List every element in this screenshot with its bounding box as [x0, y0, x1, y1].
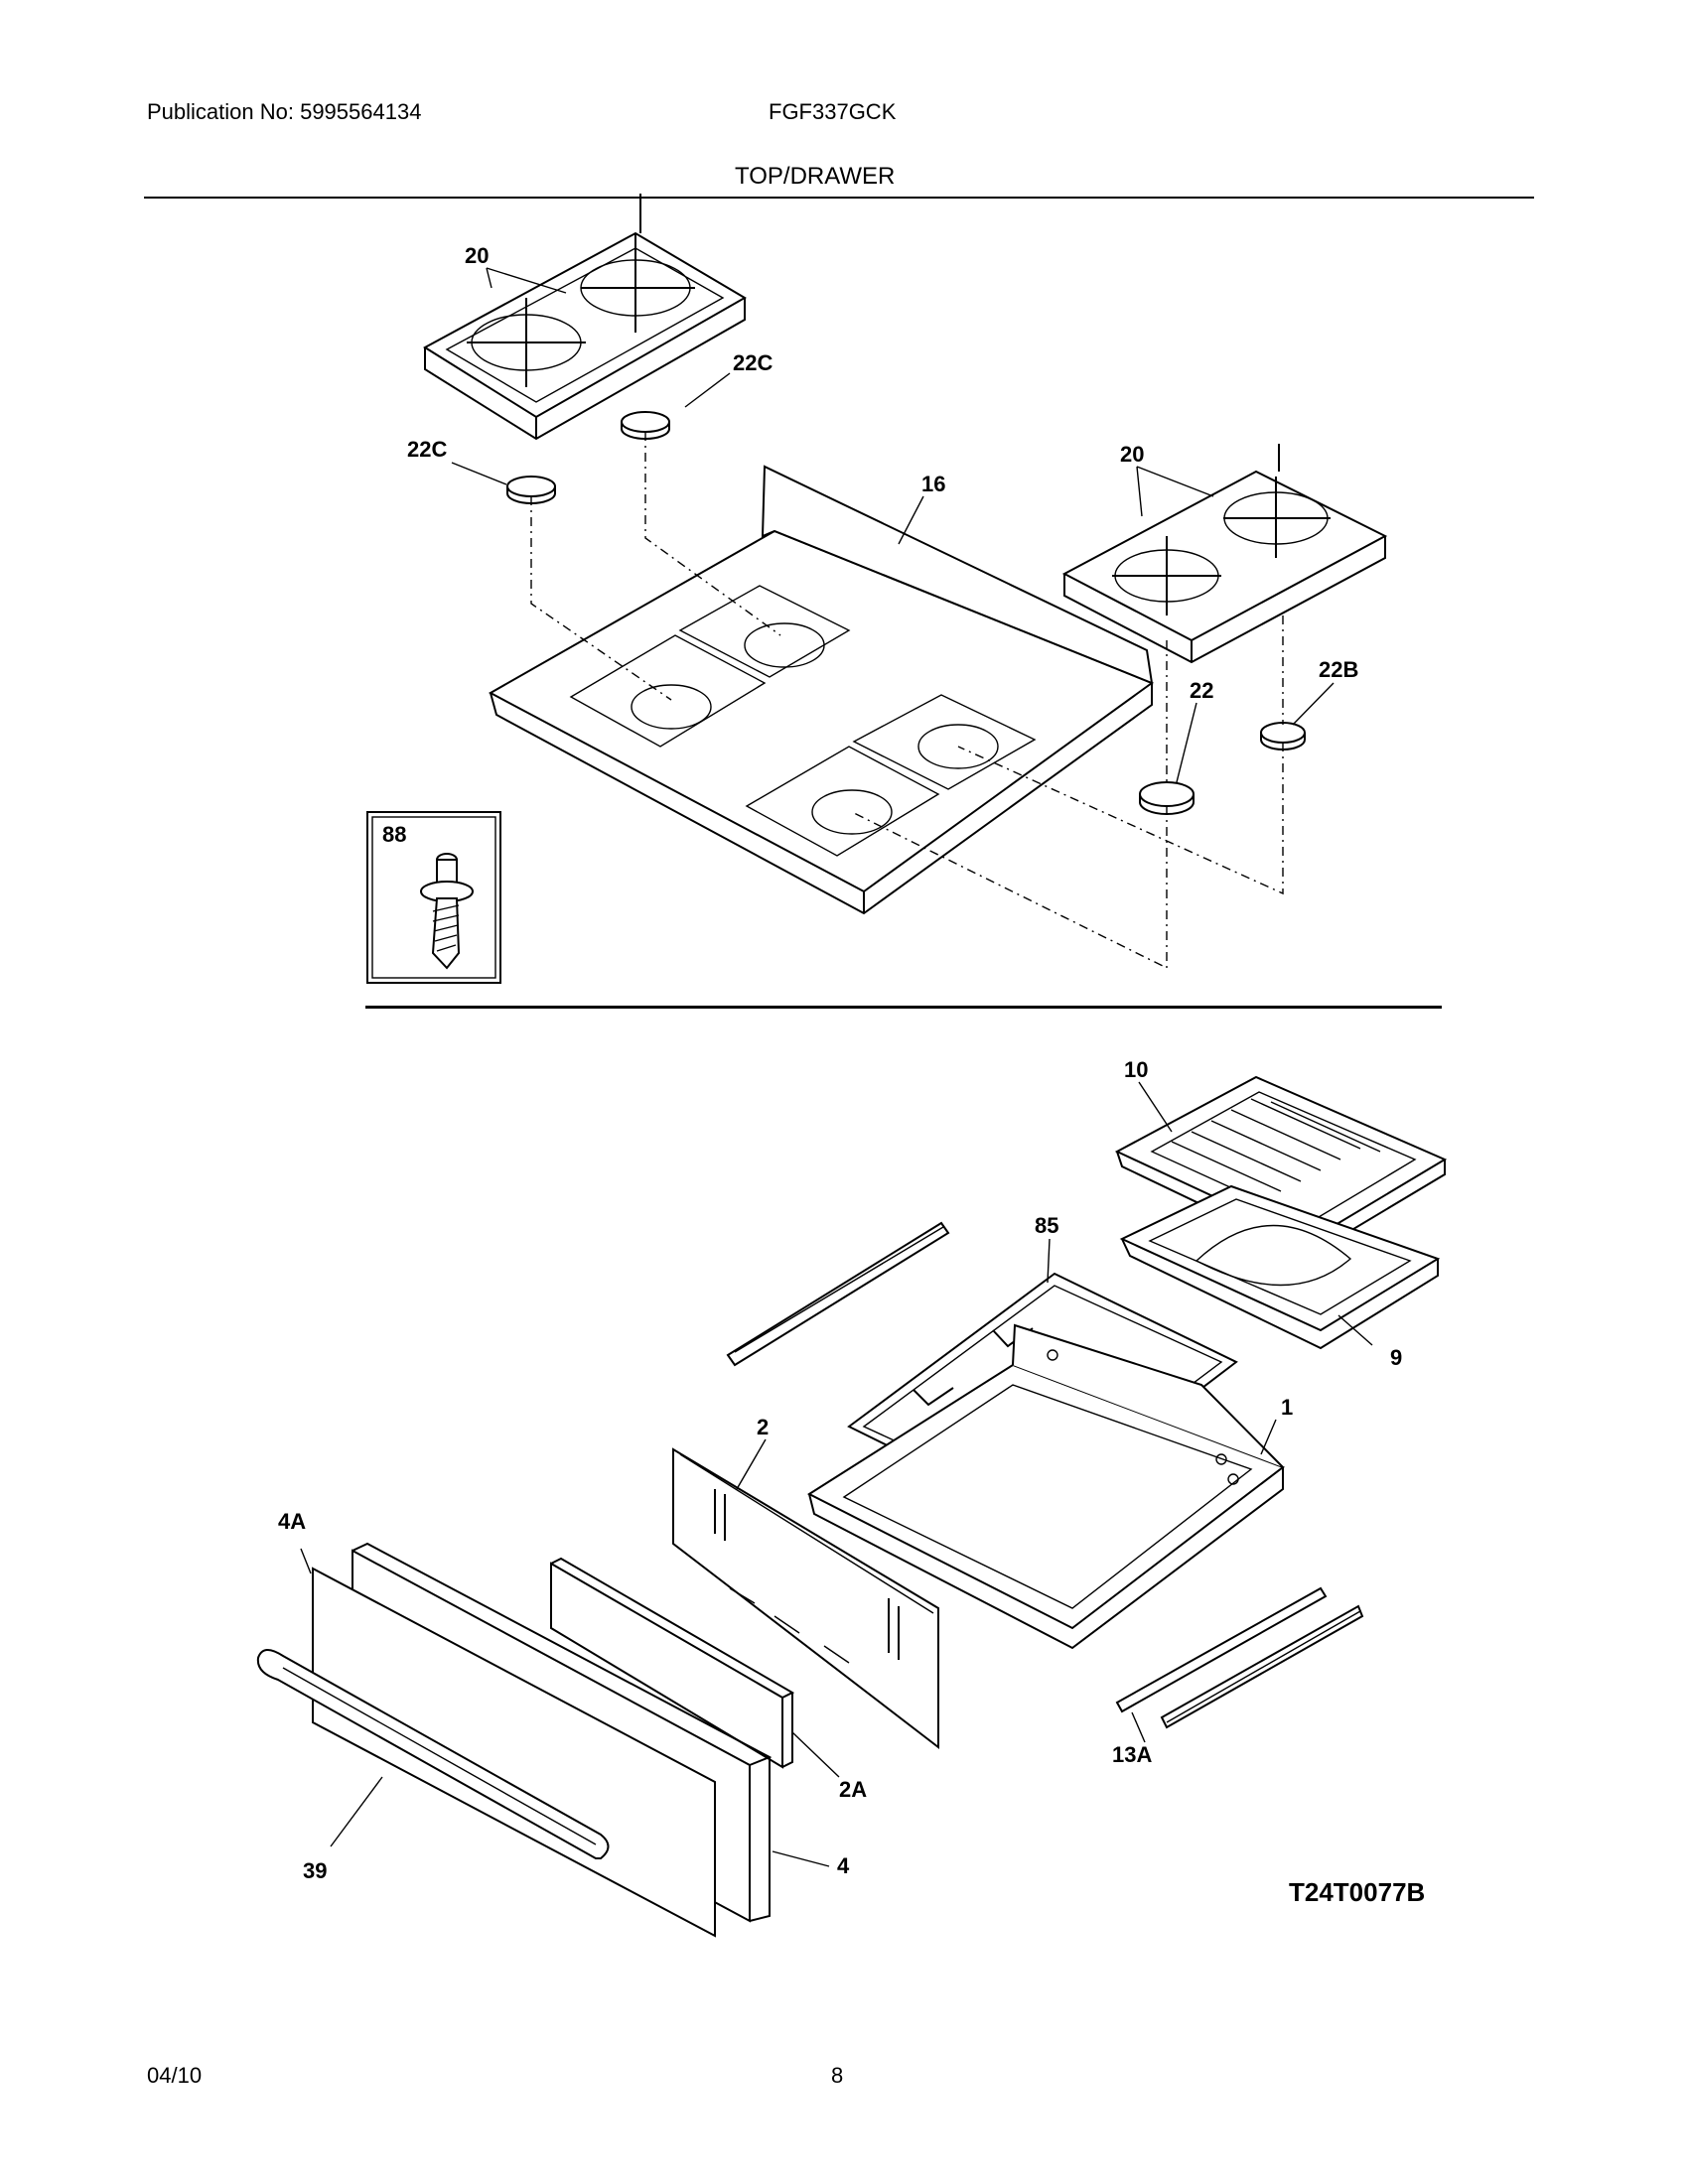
callout-20-right: 20 — [1120, 442, 1144, 467]
broiler-pan — [1119, 1184, 1441, 1350]
left-burner-grate — [423, 194, 747, 441]
alignment-lines — [530, 432, 1284, 970]
callout-22c-right: 22C — [733, 350, 773, 375]
section-title: TOP/DRAWER — [735, 163, 896, 190]
callout-13a: 13A — [1112, 1742, 1152, 1767]
publication-number: Publication No: 5995564134 — [147, 99, 422, 124]
right-drawer-slides — [1115, 1586, 1364, 1729]
header-rule — [144, 197, 1534, 199]
callout-10: 10 — [1124, 1057, 1148, 1082]
drawer-inner-panel — [550, 1557, 795, 1769]
callout-22: 22 — [1190, 678, 1213, 703]
callout-20-left: 20 — [465, 243, 489, 268]
callout-1: 1 — [1281, 1395, 1293, 1420]
callout-4a: 4A — [278, 1509, 306, 1534]
right-burner-grate — [1061, 444, 1388, 664]
drawer-back-panel — [672, 1447, 939, 1750]
callout-39: 39 — [303, 1858, 327, 1883]
callout-22c-left: 22C — [407, 437, 447, 462]
drawer-front — [312, 1542, 773, 1938]
callout-4: 4 — [837, 1853, 850, 1878]
callout-22b: 22B — [1319, 657, 1358, 682]
drawer-body — [806, 1323, 1286, 1650]
drawer-handle — [256, 1649, 610, 1859]
page-number: 8 — [831, 2063, 844, 2088]
leader-lines — [300, 267, 1373, 1867]
callout-2a: 2A — [839, 1777, 867, 1802]
callout-2: 2 — [757, 1415, 769, 1439]
callout-85: 85 — [1035, 1213, 1058, 1238]
left-drawer-slide — [726, 1221, 950, 1367]
inset-part-88 — [366, 811, 501, 984]
model-number: FGF337GCK — [769, 99, 897, 124]
section-divider — [365, 1006, 1442, 1009]
diagram-code: T24T0077B — [1289, 1877, 1425, 1907]
cooktop — [488, 465, 1155, 915]
callout-9: 9 — [1390, 1345, 1402, 1370]
footer-date: 04/10 — [147, 2063, 203, 2088]
callout-16: 16 — [921, 472, 945, 496]
callout-88: 88 — [382, 822, 406, 847]
